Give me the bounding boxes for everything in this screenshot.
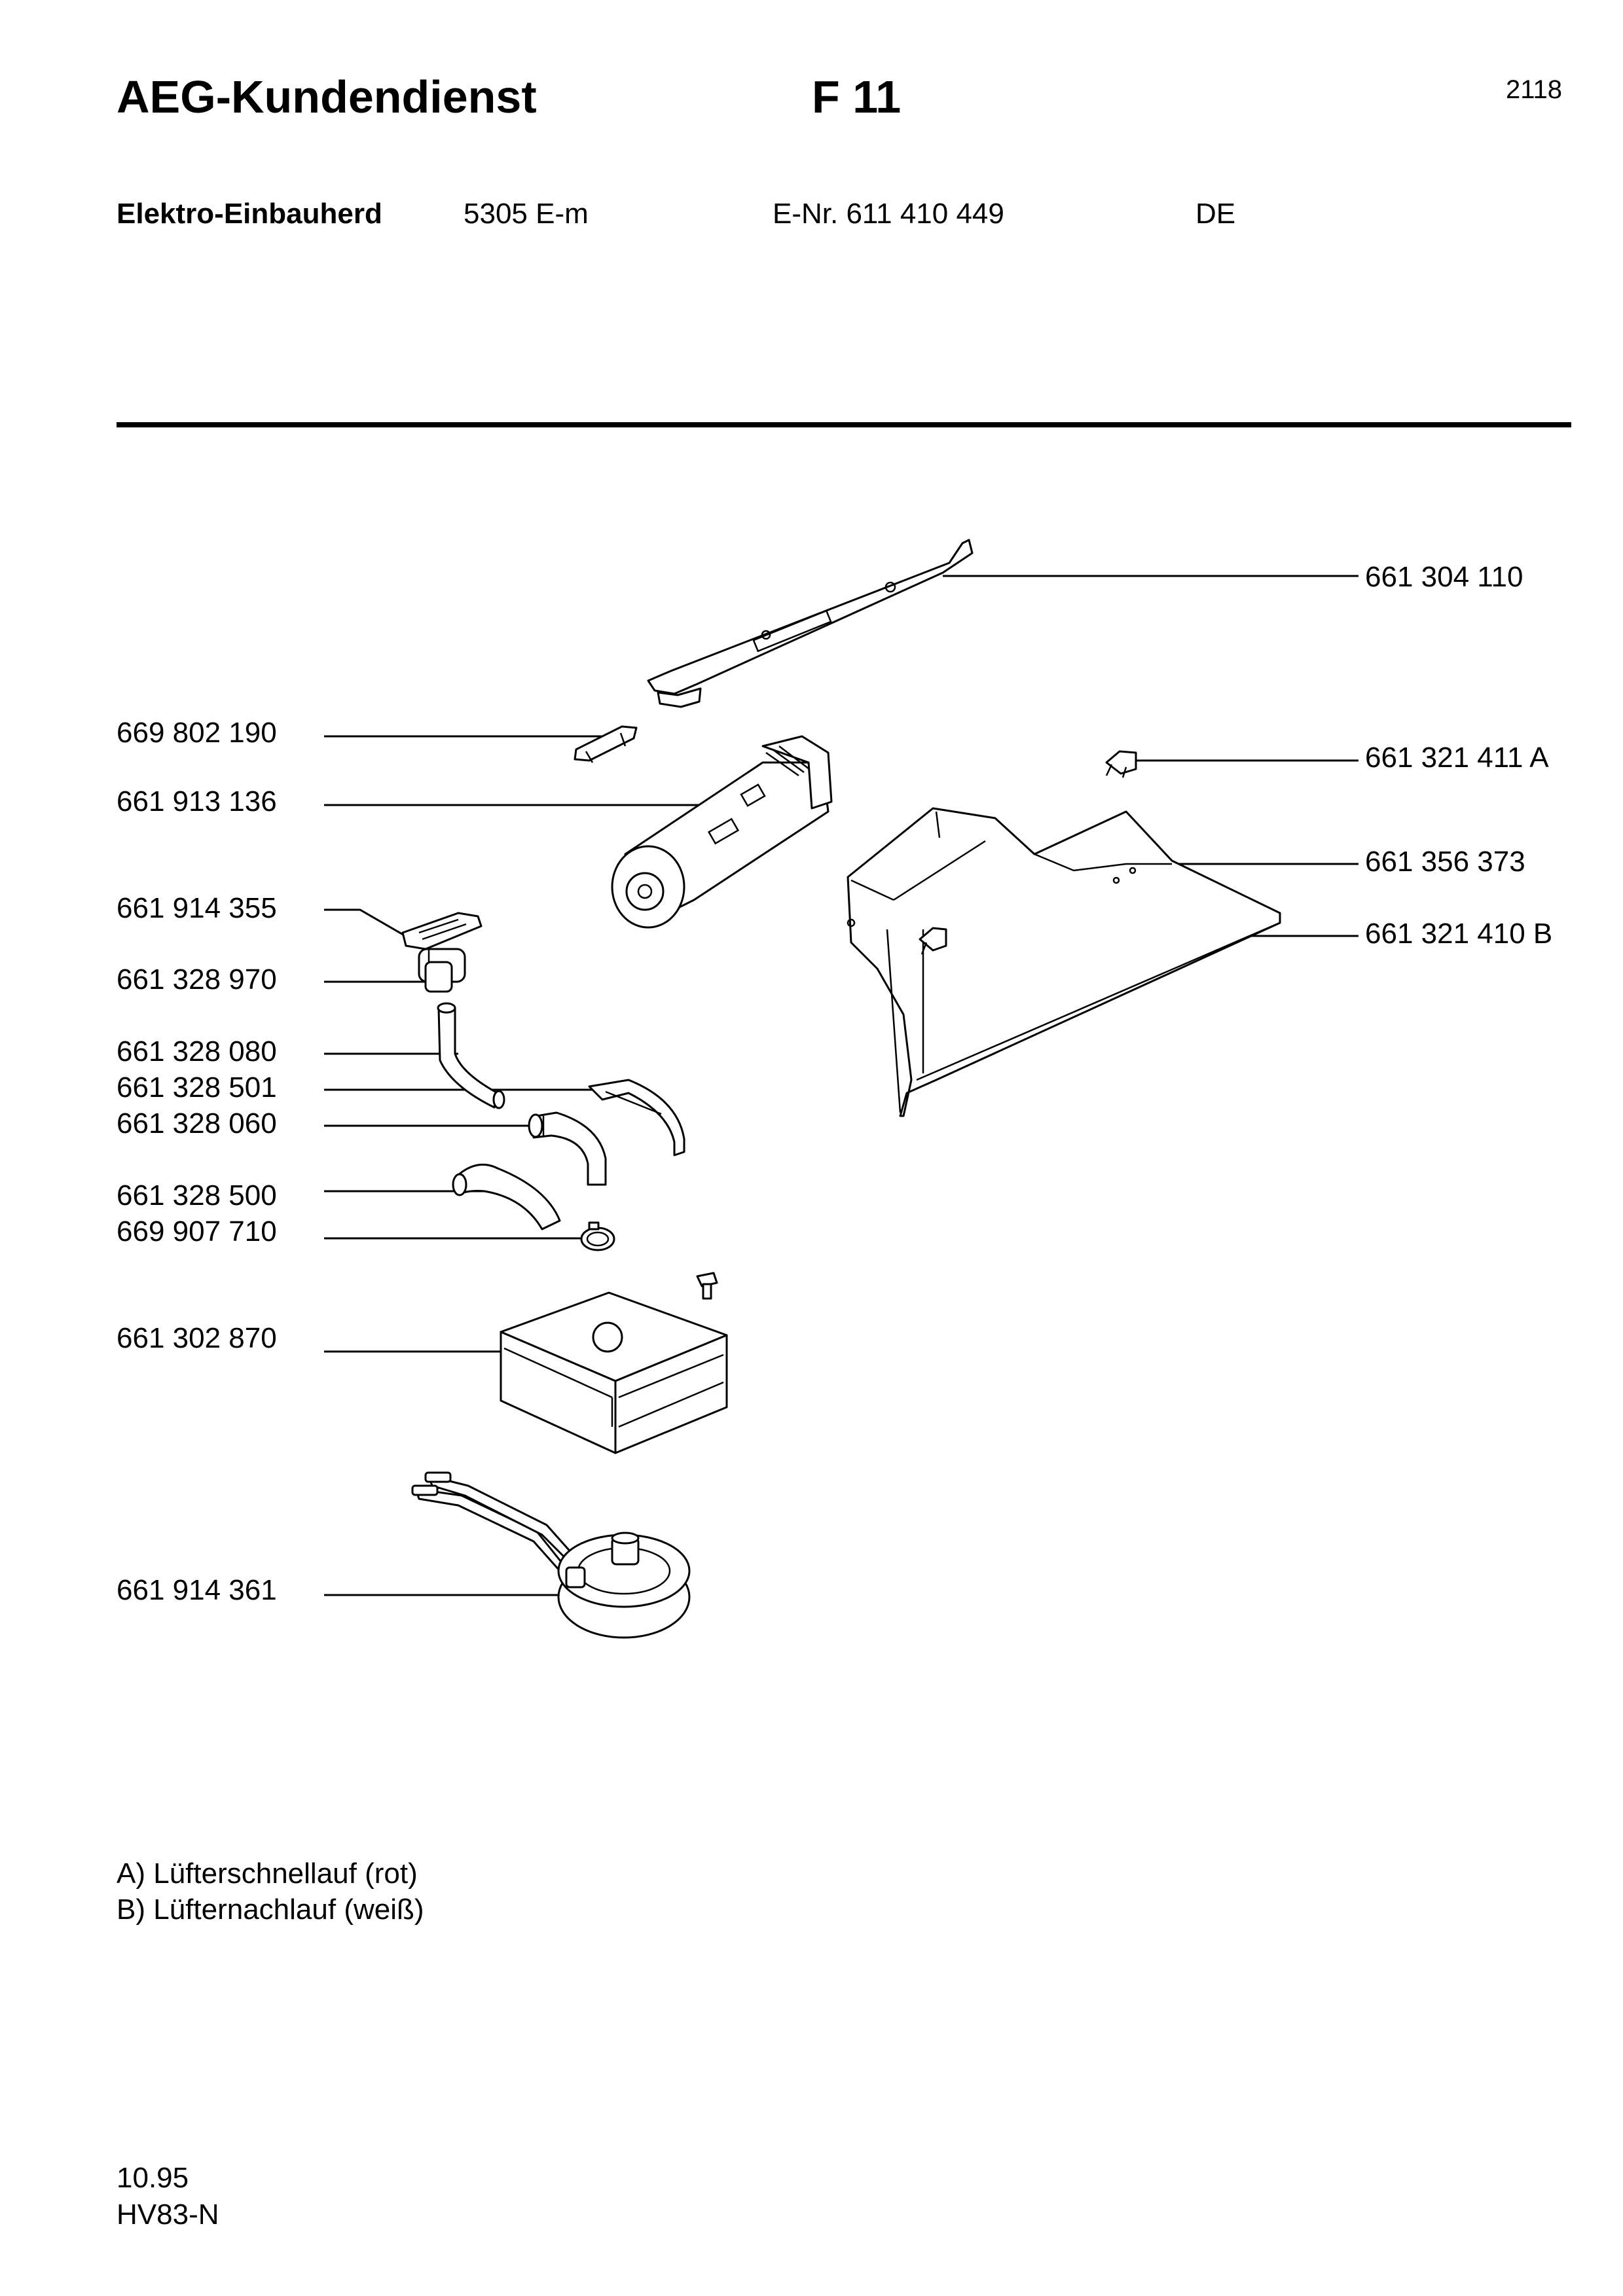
switch-a-part xyxy=(1105,750,1137,778)
part-label-661-328-501: 661 328 501 xyxy=(117,1071,277,1103)
header-divider xyxy=(117,422,1571,427)
part-label-661-913-136: 661 913 136 xyxy=(117,785,277,817)
product-name: Elektro-Einbauherd xyxy=(117,198,382,230)
screw-part xyxy=(696,1272,718,1300)
part-label-661-321-410-b: 661 321 410 B xyxy=(1365,918,1553,950)
tangential-fan-part xyxy=(611,735,833,929)
e-number: E-Nr. 611 410 449 xyxy=(773,198,1004,230)
air-duct-part xyxy=(847,807,1281,1117)
hose-clamp-part xyxy=(580,1221,615,1251)
part-label-661-302-870: 661 302 870 xyxy=(117,1322,277,1354)
footer-date: 10.95 xyxy=(117,2162,189,2194)
seal-flap-part xyxy=(588,1079,685,1157)
group-title: F 11 xyxy=(812,71,902,122)
fan-motor-part xyxy=(411,1471,691,1639)
country-code: DE xyxy=(1195,198,1236,230)
part-label-661-356-373: 661 356 373 xyxy=(1365,846,1525,878)
pipe-elbow-part xyxy=(437,1002,505,1109)
part-label-661-328-970: 661 328 970 xyxy=(117,963,277,996)
part-label-669-907-710: 669 907 710 xyxy=(117,1215,277,1247)
switch-b-part xyxy=(919,927,947,955)
brand-title: AEG-Kundendienst xyxy=(117,71,537,122)
model-number: 5305 E-m xyxy=(464,198,589,230)
part-label-661-321-411-a: 661 321 411 A xyxy=(1365,742,1549,774)
leader-lines xyxy=(324,575,1359,1596)
part-label-661-304-110: 661 304 110 xyxy=(1365,561,1523,593)
adapter-part xyxy=(424,961,453,993)
hose-part xyxy=(528,1111,607,1186)
mounting-bracket-part xyxy=(647,539,974,708)
note-a: A) Lüfterschnellauf (rot) xyxy=(117,1857,418,1890)
catalyst-box-part xyxy=(500,1291,728,1454)
part-label-661-328-060: 661 328 060 xyxy=(117,1107,277,1139)
part-label-661-328-500: 661 328 500 xyxy=(117,1179,277,1211)
sheet-number: 2118 xyxy=(1506,75,1563,104)
note-b: B) Lüfternachlauf (weiß) xyxy=(117,1893,424,1926)
part-label-661-328-080: 661 328 080 xyxy=(117,1035,277,1067)
curved-hose-part xyxy=(452,1163,561,1230)
footer-code: HV83-N xyxy=(117,2198,219,2231)
part-label-661-914-355: 661 914 355 xyxy=(117,892,277,924)
part-label-661-914-361: 661 914 361 xyxy=(117,1574,277,1606)
part-label-669-802-190: 669 802 190 xyxy=(117,717,277,749)
clip-part xyxy=(574,725,638,763)
